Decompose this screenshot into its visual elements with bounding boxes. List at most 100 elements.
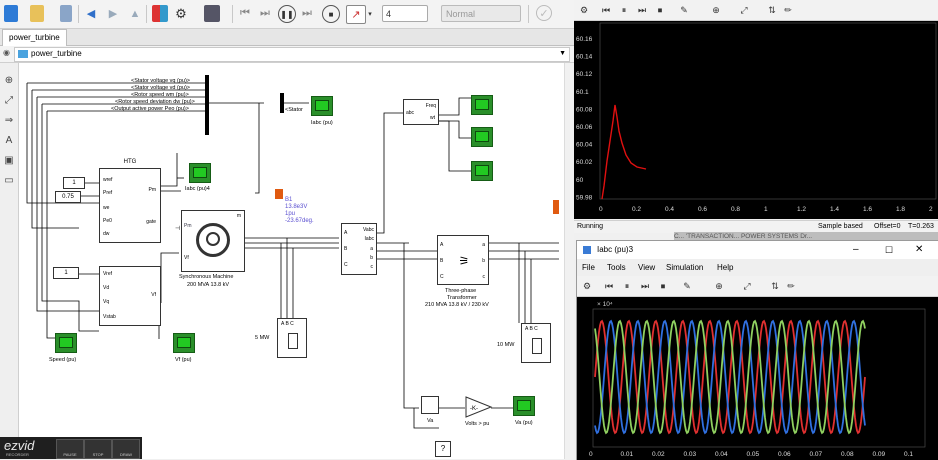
iabc4-scope[interactable]	[189, 163, 211, 183]
const-1b-block[interactable]: 1	[53, 267, 79, 279]
pause-icon[interactable]: ⏸	[621, 5, 627, 15]
resistor-icon	[288, 333, 298, 349]
frequency-block[interactable]: abc Freq wt	[403, 99, 439, 125]
fit-view-icon[interactable]: ⤢	[740, 5, 748, 15]
menu-file[interactable]: File	[582, 263, 595, 272]
edit-icon[interactable]: ✏	[784, 5, 792, 15]
new-model-icon[interactable]	[4, 5, 18, 22]
step-forward-icon[interactable]: ⏭	[260, 7, 270, 19]
step-forward-icon[interactable]: ⏭	[640, 281, 650, 291]
vf-scope[interactable]	[173, 333, 195, 353]
menu-tools[interactable]: Tools	[607, 263, 626, 272]
htg-port-wref: wref	[103, 177, 113, 183]
stop-time-input[interactable]: 4	[382, 5, 428, 22]
zoom-icon[interactable]: ⊕	[712, 5, 720, 15]
gear-icon[interactable]: ⚙	[175, 5, 187, 21]
step-back-icon[interactable]: ⏮	[604, 281, 614, 291]
breadcrumb[interactable]: power_turbine ▼	[14, 47, 570, 62]
wiring-lines	[26, 82, 559, 429]
pause-icon[interactable]: ❚❚	[278, 5, 296, 23]
const-1-block[interactable]: 1	[63, 177, 85, 189]
ezvid-pause-button[interactable]: PAUSE	[56, 439, 84, 459]
va-label: Va	[427, 418, 434, 424]
highlight-icon[interactable]: ✎	[680, 5, 688, 15]
tab-power-turbine[interactable]: power_turbine	[2, 29, 67, 46]
open-folder-icon[interactable]	[30, 5, 44, 22]
synchronous-machine-block[interactable]: Pm Vf m	[181, 210, 245, 272]
gain-block[interactable]: -K-	[465, 396, 493, 418]
stop-icon[interactable]: ■	[322, 5, 340, 23]
pause-icon[interactable]: ⏸	[624, 281, 630, 291]
fit-view-icon[interactable]: ⤢	[5, 95, 13, 106]
zoom-icon[interactable]: ⊕	[715, 281, 723, 291]
highlight-icon[interactable]: ✎	[683, 281, 691, 291]
menu-simulation[interactable]: Simulation	[666, 263, 704, 272]
y-tick-label: 60.06	[576, 124, 593, 131]
step-back-icon[interactable]: ⏮	[240, 7, 250, 19]
minimize-icon[interactable]: –	[853, 244, 859, 255]
vi-measurement-block[interactable]: A B C Vabc Iabc a b c	[341, 223, 377, 275]
edit-icon[interactable]: ✏	[787, 281, 795, 291]
exc-port-vd: Vd	[103, 285, 110, 291]
fit-view-icon[interactable]: ⤢	[743, 281, 751, 291]
iabc-scope[interactable]	[311, 96, 333, 116]
ezvid-draw-button[interactable]: DRAW	[112, 439, 140, 459]
maximize-icon[interactable]: ☐	[885, 245, 894, 255]
scope2-title: Iabc (pu)3	[597, 245, 634, 254]
terminator-icon[interactable]: ⊣	[175, 226, 181, 232]
stop-icon[interactable]: ⏹	[660, 281, 666, 291]
annotation-icon[interactable]: A	[5, 135, 13, 146]
save-icon[interactable]	[60, 5, 72, 22]
forward-arrow-icon[interactable]: ▶	[108, 8, 118, 20]
image-icon[interactable]: ▣	[4, 155, 14, 166]
cursor-icon[interactable]: ⇅	[768, 5, 776, 15]
aux-scope[interactable]	[471, 161, 493, 181]
scope-data-icon[interactable]: ↗	[346, 5, 366, 24]
stator-selector[interactable]	[280, 93, 284, 113]
help-block[interactable]: ?	[435, 441, 451, 457]
menu-help[interactable]: Help	[717, 263, 734, 272]
back-arrow-icon[interactable]: ◀	[86, 8, 96, 20]
simulation-mode-select[interactable]: Normal	[441, 5, 521, 22]
status-sample: Sample based	[818, 223, 863, 230]
stop-icon[interactable]: ⏹	[657, 5, 663, 15]
close-icon[interactable]: ✕	[915, 244, 924, 255]
speed-scope-label: Speed (pu)	[49, 357, 77, 363]
bus-selector[interactable]	[205, 75, 209, 135]
gear-icon[interactable]: ⚙	[582, 281, 592, 291]
menu-view[interactable]: View	[638, 263, 656, 272]
model-canvas[interactable]: <Stator voltage vq (pu)> <Stator voltage…	[19, 63, 564, 459]
gear-icon[interactable]: ⚙	[579, 5, 589, 15]
model-explorer-icon[interactable]	[204, 5, 220, 22]
library-browser-icon[interactable]	[152, 5, 168, 22]
chevron-down-icon[interactable]: ▼	[559, 50, 566, 57]
step-icon[interactable]: ⏭	[302, 7, 312, 19]
ezvid-stop-button[interactable]: STOP	[84, 439, 112, 459]
source-marker-icon	[553, 200, 559, 214]
cursor-icon[interactable]: ⇅	[771, 281, 779, 291]
vertical-scrollbar[interactable]	[564, 63, 574, 459]
htg-block[interactable]: HTG wref Pref we Pe0 dw Pm gate	[99, 159, 161, 243]
load-5mw-block[interactable]: A B C	[277, 318, 307, 358]
transformer-block[interactable]: A B C a b c ⚞	[437, 235, 489, 285]
x-tick-label: 0.01	[621, 451, 634, 458]
freq-scope[interactable]	[471, 95, 493, 115]
va-scope[interactable]	[513, 396, 535, 416]
up-arrow-icon[interactable]: ▲	[129, 7, 141, 20]
step-back-icon[interactable]: ⏮	[601, 5, 611, 15]
arrow-icon[interactable]: ⇒	[4, 115, 14, 126]
x-tick-label: 0.09	[873, 451, 886, 458]
hide-explorer-icon[interactable]: ◉	[3, 48, 10, 57]
excitation-block[interactable]: Vref Vd Vq Vstab Vf	[99, 266, 161, 326]
y-tick-label: 60	[576, 177, 584, 184]
wt-scope[interactable]	[471, 127, 493, 147]
area-icon[interactable]: ▭	[4, 175, 14, 186]
speed-scope[interactable]	[55, 333, 77, 353]
const-075-block[interactable]: 0.75	[55, 191, 81, 203]
check-icon[interactable]: ✓	[536, 5, 552, 21]
va-selector-block[interactable]	[421, 396, 439, 414]
load-10mw-block[interactable]: A B C	[521, 323, 551, 363]
chevron-down-icon[interactable]: ▾	[368, 10, 372, 18]
step-forward-icon[interactable]: ⏭	[637, 5, 647, 15]
zoom-icon[interactable]: ⊕	[4, 75, 14, 86]
